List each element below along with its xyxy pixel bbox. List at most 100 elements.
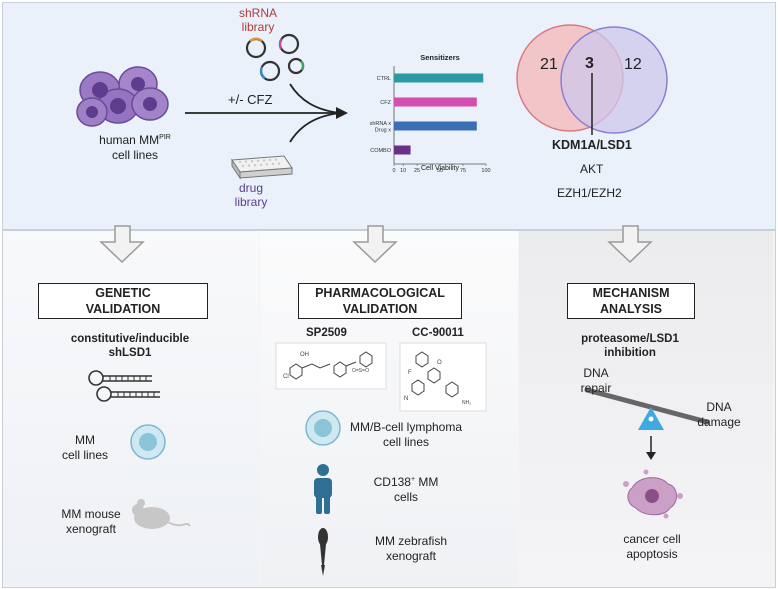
dna-repair-line2: repair [580, 381, 612, 395]
pharma-item-cell-lines: MM/B-cell lymphoma cell lines [346, 420, 466, 450]
mm-cell-cluster-icon [76, 66, 169, 127]
drug-cc90011-label: CC-90011 [412, 327, 464, 339]
venn-diagram [516, 24, 668, 135]
converging-arrows [185, 83, 348, 143]
dna-damage-line2: damage [697, 415, 741, 429]
chart-category-label: COMBO [370, 148, 392, 154]
genetic-title-line1: GENETIC [95, 286, 151, 300]
pharma-title-line1: PHARMACOLOGICAL [315, 286, 445, 300]
chart-category-label-line: CFZ [380, 100, 391, 106]
down-arrows [99, 225, 653, 264]
dna-repair-label: DNA repair [576, 366, 616, 396]
drug-library-line2: library [234, 195, 268, 209]
pharma-item-cd138-line1: CD138+ MM [366, 472, 446, 490]
drug-library-label: drug library [226, 181, 276, 209]
chart-category-label-line: Drug x [375, 128, 391, 134]
pharma-title-line2: VALIDATION [342, 302, 418, 316]
shrna-hairpin-icon [88, 370, 160, 402]
genetic-title-line2: VALIDATION [85, 302, 161, 316]
drug-library-line1: drug [238, 181, 264, 195]
sp2509-structure-icon: Cl OH O=S=O [275, 342, 387, 390]
mechanism-title-line2: ANALYSIS [599, 302, 663, 316]
down-arrow-right-icon [607, 225, 653, 264]
seesaw-balance-icon [584, 387, 710, 460]
genetic-validation-box: GENETIC VALIDATION [38, 283, 208, 319]
gene-hit-secondary: AKT [580, 162, 604, 176]
mm-cell-icon [130, 424, 166, 460]
pharma-item-cd138-cells: CD138+ MM cells [366, 472, 446, 505]
svg-text:NH₂: NH₂ [462, 400, 471, 406]
chart-category-label: CTRL [377, 76, 391, 82]
gene-hit-tertiary: EZH1/EZH2 [557, 186, 622, 200]
venn-right-circle [560, 26, 668, 134]
mechanism-analysis-box: MECHANISM ANALYSIS [567, 283, 695, 319]
cd138-text: CD138 [373, 475, 411, 489]
apoptotic-cell-icon [623, 469, 683, 519]
mechanism-title-line1: MECHANISM [592, 286, 670, 300]
genetic-item-cell-lines-line1: MM [75, 433, 95, 447]
cd138-mm-text: MM [415, 475, 439, 489]
genetic-subtitle-line2: shLSD1 [108, 347, 152, 359]
chart-x-tick-label: 100 [481, 168, 490, 174]
cell-line-line1: human MMPIR [60, 130, 210, 148]
pharma-item-cell-lines-line2: cell lines [382, 435, 430, 449]
pharma-item-cell-lines-line1: MM/B-cell lymphoma [349, 420, 463, 434]
drug-plate-icon [231, 155, 293, 180]
down-arrow-mid-icon [352, 225, 398, 264]
dna-damage-line1: DNA [706, 400, 732, 414]
apoptosis-line1: cancer cell [623, 532, 681, 546]
chart-category-label: CFZ [380, 100, 391, 106]
chart-x-tick-label: 10 [400, 168, 406, 174]
chart-x-tick-label: 50 [437, 168, 443, 174]
genetic-item-mouse-line1: MM mouse [61, 507, 121, 521]
chart-x-tick-label: 0 [392, 168, 395, 174]
pharmacological-validation-box: PHARMACOLOGICAL VALIDATION [298, 283, 462, 319]
zebrafish-icon [318, 528, 328, 576]
plasmid-library-icon [245, 33, 305, 82]
pharma-item-zebrafish-line1: MM zebrafish [374, 534, 448, 548]
genetic-subtitle: constitutive/inducible shLSD1 [30, 332, 230, 360]
svg-text:O=S=O: O=S=O [352, 368, 369, 374]
genetic-item-cell-lines: MM cell lines [60, 433, 110, 463]
mechanism-subtitle: proteasome/LSD1 inhibition [570, 332, 690, 360]
chart-category-label-line: COMBO [370, 148, 392, 154]
mouse-icon [132, 499, 191, 529]
shrna-library-label: shRNA library [228, 6, 288, 34]
cc90011-structure-icon: N NH₂ O F [399, 342, 487, 412]
mechanism-subtitle-line2: inhibition [604, 347, 656, 359]
genetic-subtitle-line1: constitutive/inducible [70, 333, 190, 345]
chart-title: Sensitizers [420, 53, 460, 62]
cell-line-main: human MM [99, 133, 160, 147]
venn-left-count: 21 [540, 56, 558, 73]
svg-text:OH: OH [300, 352, 309, 358]
genetic-item-mouse-line2: xenograft [65, 522, 117, 536]
patient-person-icon [314, 464, 332, 514]
cd138-superscript: + [410, 476, 416, 483]
lymphoma-cell-icon [305, 410, 341, 446]
chart-category-label-line: CTRL [377, 76, 391, 82]
apoptosis-line2: apoptosis [626, 547, 678, 561]
dna-damage-label: DNA damage [694, 400, 744, 430]
chart-x-tick-label: 25 [414, 168, 420, 174]
shrna-library-line1: shRNA [238, 6, 277, 20]
svg-text:F: F [408, 370, 412, 376]
mechanism-subtitle-line1: proteasome/LSD1 [581, 333, 679, 345]
pharma-item-zebrafish: MM zebrafish xenograft [366, 534, 456, 564]
genetic-item-cell-lines-line2: cell lines [61, 448, 109, 462]
shrna-library-line2: library [241, 20, 275, 34]
venn-right-count: 12 [624, 56, 642, 73]
cfz-treatment-label: +/- CFZ [228, 92, 273, 107]
pharma-item-cd138-line2: cells [393, 490, 418, 504]
drug-sp2509-label: SP2509 [306, 327, 347, 339]
dna-repair-line1: DNA [583, 366, 609, 380]
apoptosis-label: cancer cell apoptosis [612, 532, 692, 562]
cell-line-superscript: PIR [159, 134, 171, 141]
down-arrow-left-icon [99, 225, 145, 264]
svg-text:N: N [404, 396, 408, 402]
svg-text:Cl: Cl [283, 374, 289, 380]
chart-x-axis-label: Cell Viability [421, 165, 459, 172]
svg-text:O: O [437, 360, 442, 366]
